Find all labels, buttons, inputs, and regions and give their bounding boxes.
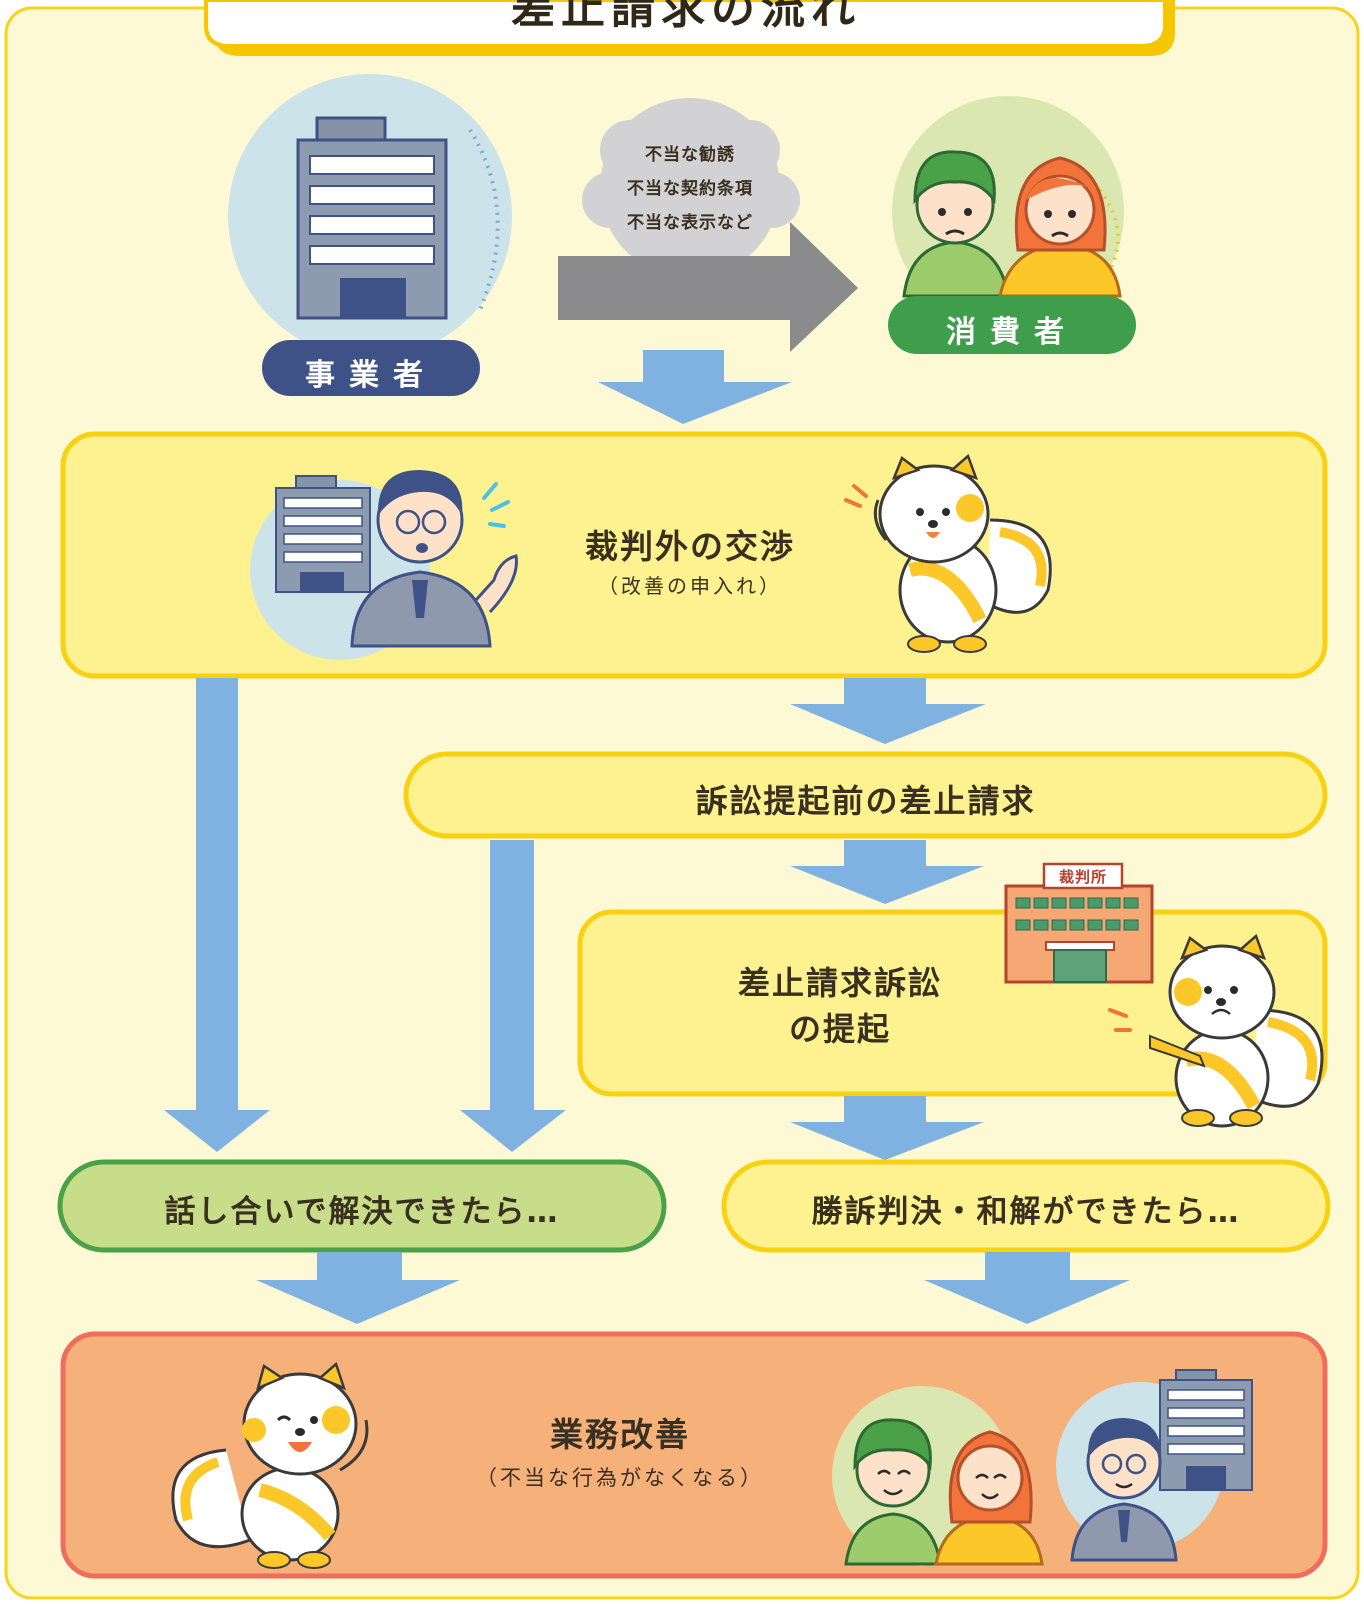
settled-label: 話し合いで解決できたら… — [164, 1194, 560, 1230]
arrow-to-lawsuit — [790, 840, 984, 904]
lawsuit-title-line1: 差止請求訴訟 — [737, 964, 942, 1002]
mascot-squirrel-pointing — [1108, 933, 1324, 1128]
businessman-illustration — [250, 470, 518, 660]
business-label: 事業者 — [305, 358, 437, 393]
arrow-left-long — [164, 678, 270, 1152]
mascot-squirrel-happy — [171, 1361, 369, 1569]
happy-consumers-illustration — [832, 1386, 1044, 1566]
page-title: 差止請求の流れ — [511, 0, 861, 34]
settled-box — [57, 1159, 667, 1253]
arrow-to-won — [790, 1096, 984, 1160]
court-building-illustration — [1004, 862, 1154, 984]
arrow-settled-to-result — [256, 1252, 460, 1324]
consumer-label: 消費者 — [946, 315, 1078, 350]
lawsuit-title-line2: の提起 — [788, 1010, 891, 1048]
pre-suit-box — [403, 751, 1328, 839]
title-tab — [204, 0, 1167, 48]
won-label: 勝訴判決・和解ができたら… — [811, 1194, 1241, 1230]
arrow-pre-suit-to-settled — [460, 840, 566, 1152]
consumer-badge — [888, 296, 1136, 354]
negotiation-subtitle: （改善の申入れ） — [598, 574, 782, 598]
arrow-to-pre-suit — [790, 678, 986, 744]
mascot-squirrel-explaining — [844, 453, 1052, 653]
harm-arrow — [558, 222, 858, 352]
consumers-illustration — [892, 96, 1124, 328]
harm-bubble — [582, 98, 800, 278]
happy-businessman-illustration — [1056, 1369, 1253, 1562]
harm-line-1: 不当な勧誘 — [645, 145, 735, 165]
business-building-illustration — [228, 74, 512, 358]
arrow-to-negotiation — [598, 350, 792, 424]
result-title: 業務改善 — [550, 1415, 690, 1454]
court-sign: 裁判所 — [1058, 868, 1107, 886]
pre-suit-title: 訴訟提起前の差止請求 — [695, 782, 1036, 820]
harm-line-2: 不当な契約条項 — [627, 179, 753, 199]
result-subtitle: （不当な行為がなくなる） — [476, 1466, 764, 1490]
negotiation-title: 裁判外の交渉 — [585, 527, 795, 566]
arrow-won-to-result — [924, 1252, 1130, 1324]
harm-line-3: 不当な表示など — [627, 213, 753, 233]
won-box — [721, 1159, 1331, 1253]
business-badge — [262, 340, 480, 396]
